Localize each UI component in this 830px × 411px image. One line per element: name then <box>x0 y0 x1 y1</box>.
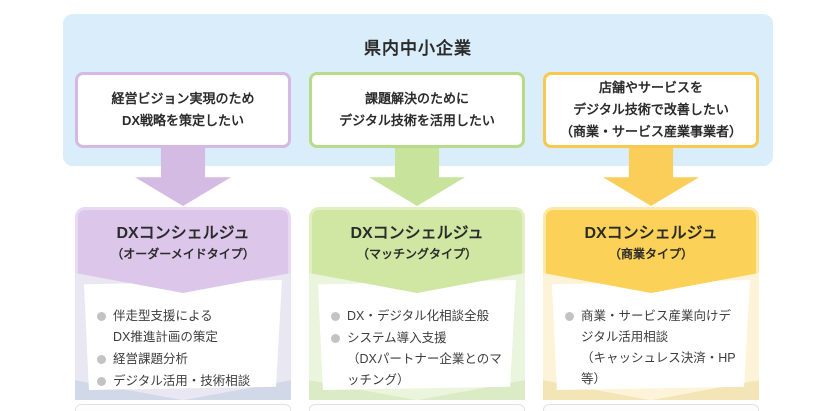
list-item: システム導入支援 （DXパートナー企業とのマッチング） <box>331 328 506 390</box>
card-header: DXコンシェルジュ （商業タイプ） <box>543 207 759 293</box>
list-item: DX・デジタル化相談全般 <box>331 306 506 327</box>
card-body: 伴走型支援による DX推進計画の策定 経営課題分析 デジタル活用・技術相談 <box>75 273 291 400</box>
need-text: 店舗やサービスを デジタル技術で改善したい （商業・サービス産業事業者） <box>559 80 742 139</box>
card-title: DXコンシェルジュ <box>116 225 250 242</box>
card-ordermade: DXコンシェルジュ （オーダーメイドタイプ） 伴走型支援による DX推進計画の策… <box>75 207 291 400</box>
banner-title: 県内中小企業 <box>364 39 472 58</box>
card-subtitle: （マッチングタイプ） <box>356 247 477 261</box>
card-content: DX・デジタル化相談全般 システム導入支援 （DXパートナー企業とのマッチング） <box>318 280 516 390</box>
next-row-strip <box>309 404 525 411</box>
next-row-strip <box>543 404 759 411</box>
card-subtitle: （商業タイプ） <box>608 247 693 261</box>
card-commerce: DXコンシェルジュ （商業タイプ） 商業・サービス産業向けデジタル活用相談 （キ… <box>543 207 759 400</box>
card-title: DXコンシェルジュ <box>350 225 484 242</box>
card-matching: DXコンシェルジュ （マッチングタイプ） DX・デジタル化相談全般 システム導入… <box>309 207 525 400</box>
list-item: 商業・サービス産業向けデジタル活用相談 （キャッシュレス決済・HP等） <box>565 306 740 390</box>
bullet-icon <box>331 312 340 321</box>
list-item-text: DX・デジタル化相談全般 <box>347 309 490 323</box>
need-box-commerce: 店舗やサービスを デジタル技術で改善したい （商業・サービス産業事業者） <box>543 72 759 148</box>
list-item: 経営課題分析 <box>97 349 272 370</box>
bullet-icon <box>97 312 106 321</box>
card-body: DX・デジタル化相談全般 システム導入支援 （DXパートナー企業とのマッチング） <box>309 273 525 400</box>
next-row-strip <box>75 404 291 411</box>
list-item: 伴走型支援による DX推進計画の策定 <box>97 306 272 348</box>
list-item-text: デジタル活用・技術相談 <box>113 374 251 388</box>
list-item-text: 経営課題分析 <box>113 352 189 366</box>
bullet-icon <box>331 334 340 343</box>
bullet-icon <box>565 312 574 321</box>
card-body: 商業・サービス産業向けデジタル活用相談 （キャッシュレス決済・HP等） <box>543 273 759 400</box>
card-content: 伴走型支援による DX推進計画の策定 経営課題分析 デジタル活用・技術相談 <box>84 280 282 390</box>
need-box-ordermade: 経営ビジョン実現のため DX戦略を策定したい <box>75 72 291 148</box>
need-text: 経営ビジョン実現のため DX戦略を策定したい <box>111 91 255 128</box>
list-item: デジタル活用・技術相談 <box>97 371 272 390</box>
card-content: 商業・サービス産業向けデジタル活用相談 （キャッシュレス決済・HP等） <box>552 280 750 390</box>
bullet-icon <box>97 377 106 386</box>
card-title: DXコンシェルジュ <box>584 225 718 242</box>
need-box-matching: 課題解決のために デジタル技術を活用したい <box>309 72 525 148</box>
list-item-text: 伴走型支援による DX推進計画の策定 <box>113 309 218 344</box>
card-subtitle: （オーダーメイドタイプ） <box>111 247 255 261</box>
need-text: 課題解決のために デジタル技術を活用したい <box>339 91 495 128</box>
card-header: DXコンシェルジュ （オーダーメイドタイプ） <box>75 207 291 293</box>
list-item-text: 商業・サービス産業向けデジタル活用相談 （キャッシュレス決済・HP等） <box>581 309 736 386</box>
list-item-text: システム導入支援 （DXパートナー企業とのマッチング） <box>347 331 502 387</box>
bullet-icon <box>97 355 106 364</box>
card-header: DXコンシェルジュ （マッチングタイプ） <box>309 207 525 293</box>
